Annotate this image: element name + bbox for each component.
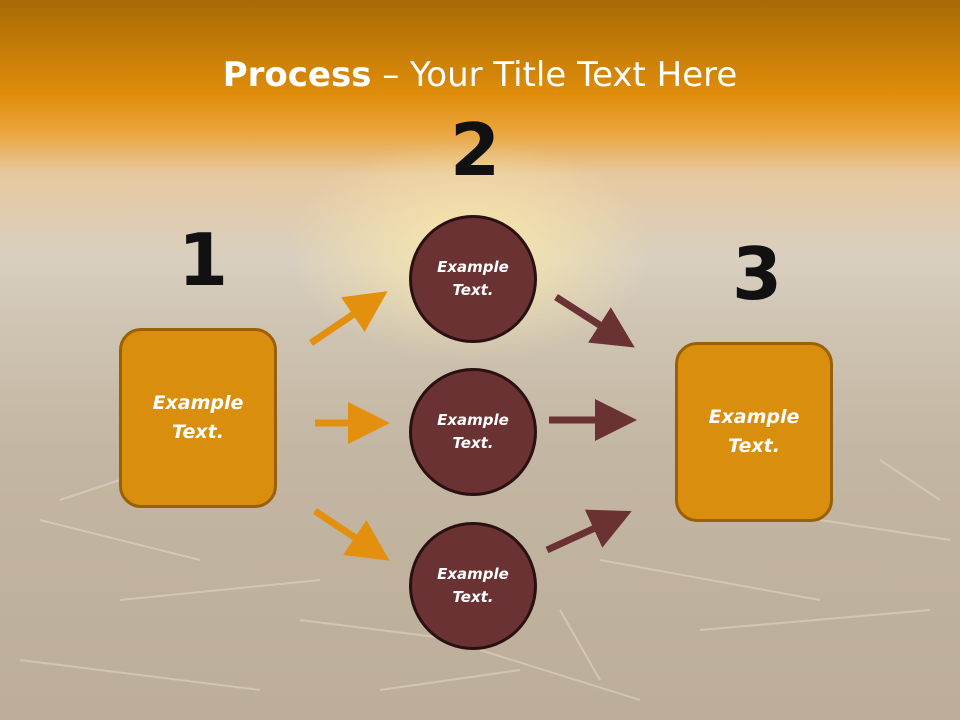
step-2-middle-text: Example Text. bbox=[437, 411, 509, 452]
step-3-text: Example Text. bbox=[708, 406, 800, 457]
step-2-bottom-text: Example Text. bbox=[437, 565, 509, 606]
step-3-box[interactable]: Example Text. bbox=[675, 342, 833, 522]
step-number-2: 2 bbox=[450, 108, 501, 192]
title-bold: Process bbox=[222, 55, 372, 95]
arrow-top-to-3 bbox=[554, 294, 635, 348]
title-rest: – Your Title Text Here bbox=[371, 55, 738, 95]
step-2-circle-middle[interactable]: Example Text. bbox=[409, 368, 537, 496]
step-2-top-text: Example Text. bbox=[437, 258, 509, 299]
arrow-1-to-top bbox=[309, 291, 388, 346]
arrow-bottom-to-3 bbox=[545, 509, 632, 554]
step-2-circle-bottom[interactable]: Example Text. bbox=[409, 522, 537, 650]
arrow-1-to-bottom bbox=[313, 508, 390, 561]
step-1-text: Example Text. bbox=[152, 392, 244, 443]
step-1-box[interactable]: Example Text. bbox=[119, 328, 277, 508]
step-2-circle-top[interactable]: Example Text. bbox=[409, 215, 537, 343]
step-number-1: 1 bbox=[178, 218, 229, 302]
page-title: Process – Your Title Text Here bbox=[0, 54, 960, 96]
step-number-3: 3 bbox=[732, 232, 783, 316]
